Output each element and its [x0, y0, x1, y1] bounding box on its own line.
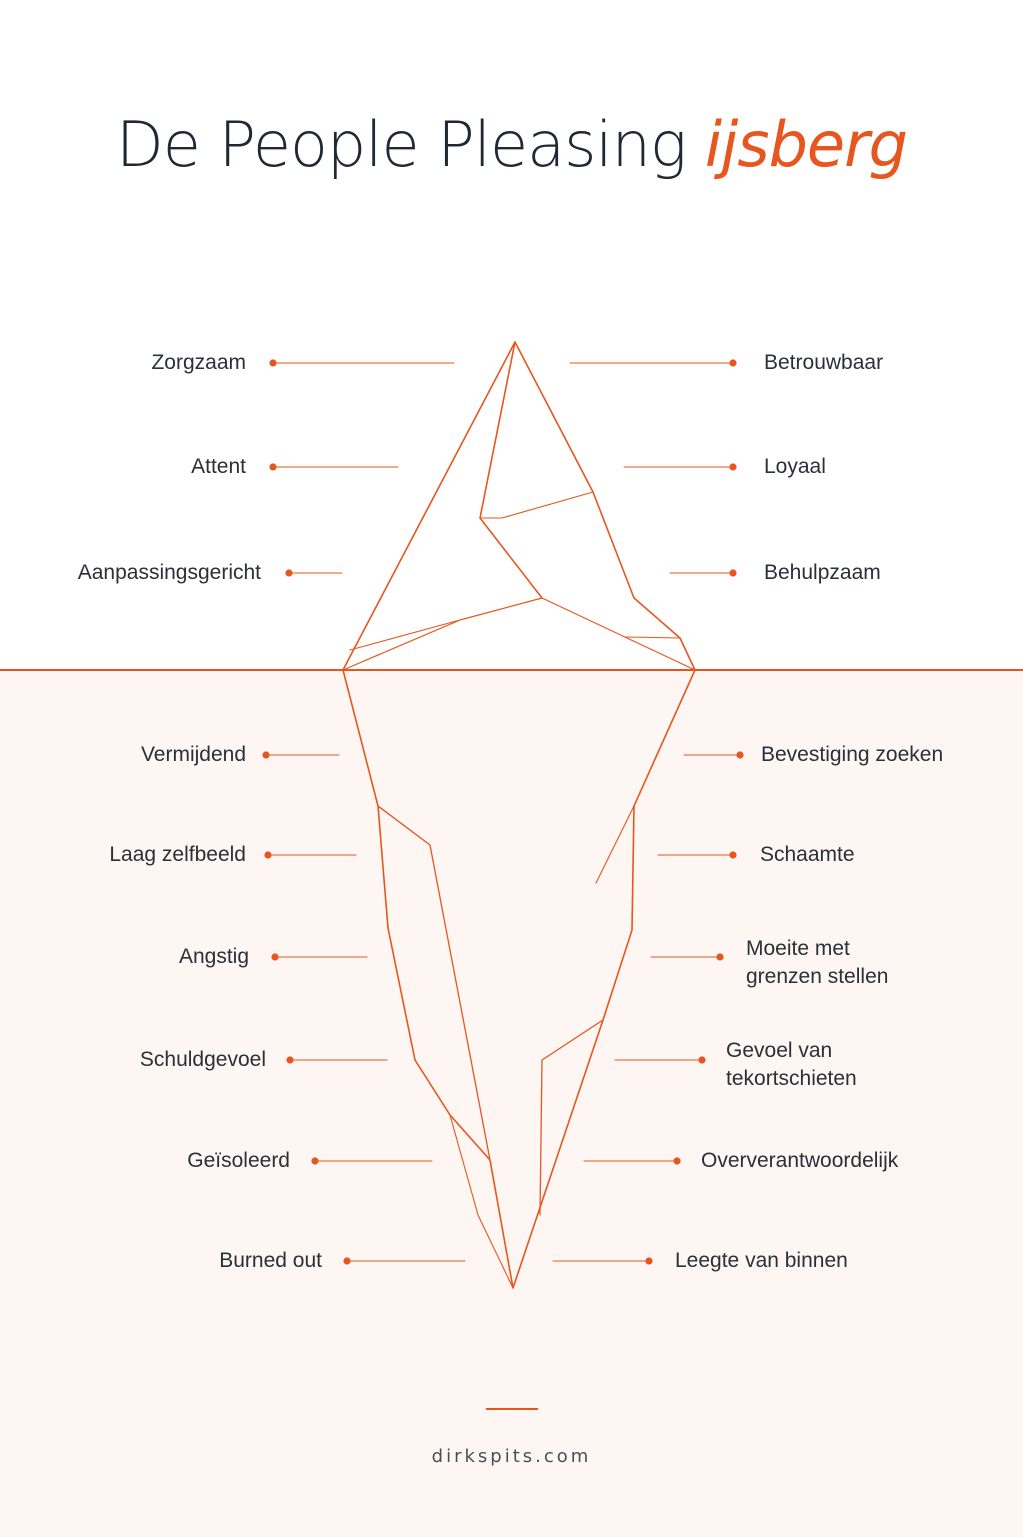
label-aanpassingsgericht: Aanpassingsgericht: [77, 561, 261, 584]
label-line-2: tekortschieten: [726, 1067, 857, 1090]
label-line: Oververantwoordelijk: [701, 1149, 899, 1172]
label-bevestiging-zoeken: Bevestiging zoeken: [761, 741, 943, 769]
label-line: Bevestiging zoeken: [761, 743, 944, 766]
connectors-below-left: [265, 754, 466, 1262]
title-accent: ijsberg: [704, 108, 908, 181]
connectors-above-left: [272, 362, 455, 574]
label-geisoleerd: Geïsoleerd: [187, 1149, 290, 1172]
label-oververantwoordelijk: Oververantwoordelijk: [701, 1147, 898, 1175]
footer-divider: [486, 1408, 538, 1410]
label-line-1: Moeite met: [746, 937, 850, 960]
footer-site: dirkspits.com: [431, 1446, 592, 1467]
label-vermijdend: Vermijdend: [140, 743, 246, 766]
connectors-below-right: [552, 754, 741, 1262]
label-betrouwbaar: Betrouwbaar: [764, 351, 884, 374]
label-line-1: Gevoel van: [726, 1039, 833, 1062]
label-schuldgevoel: Schuldgevoel: [139, 1048, 266, 1071]
label-leegte-van-binnen: Leegte van binnen: [675, 1247, 848, 1275]
label-burned-out: Burned out: [219, 1249, 322, 1272]
label-moeite-met-grenzen-stellen: Moeite met grenzen stellen: [746, 935, 946, 991]
label-behulpzaam: Behulpzaam: [764, 561, 881, 584]
label-angstig: Angstig: [178, 945, 249, 968]
label-line-2: grenzen stellen: [746, 965, 889, 988]
iceberg-submerged: [342, 669, 696, 1289]
label-attent: Attent: [191, 455, 246, 478]
label-loyaal: Loyaal: [764, 455, 826, 478]
label-zorgzaam: Zorgzaam: [151, 351, 246, 374]
label-gevoel-van-tekortschieten: Gevoel van tekortschieten: [726, 1037, 926, 1093]
label-laag-zelfbeeld: Laag zelfbeeld: [109, 843, 246, 866]
label-line: Leegte van binnen: [675, 1249, 848, 1272]
title-main: De People Pleasing: [116, 108, 687, 181]
label-line: Schaamte: [760, 843, 855, 866]
iceberg-tip: [342, 341, 696, 671]
underwater-background: [0, 670, 1023, 1537]
connectors-above-right: [569, 362, 734, 574]
page-title: De People Pleasing ijsberg: [0, 108, 1023, 181]
label-schaamte: Schaamte: [760, 841, 855, 869]
connector-dots: [262, 359, 744, 1265]
